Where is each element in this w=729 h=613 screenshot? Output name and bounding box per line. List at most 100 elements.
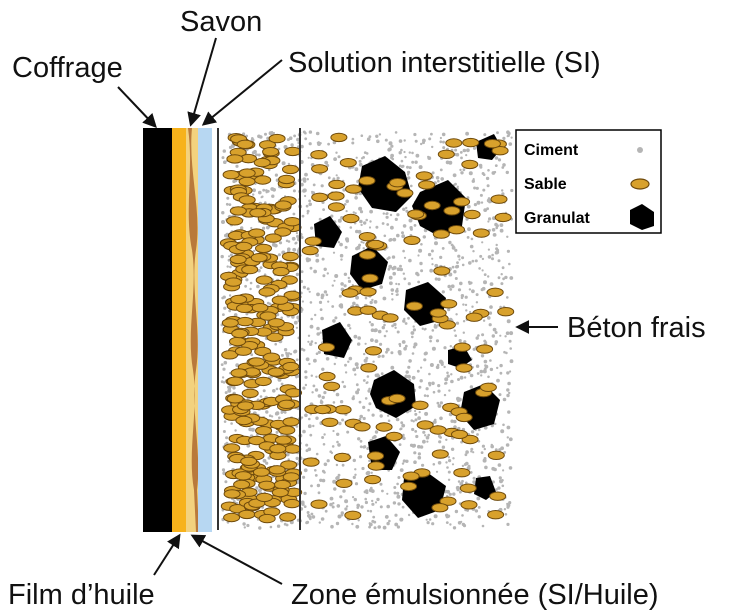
cement-particle (380, 372, 384, 376)
cement-particle (506, 296, 509, 299)
sand-grain (314, 404, 332, 415)
cement-particle (431, 522, 435, 526)
sand-grain (278, 399, 296, 409)
cement-particle (302, 177, 307, 182)
sand-grain (234, 471, 252, 481)
cement-particle (412, 345, 416, 349)
cement-particle (343, 385, 347, 389)
cement-particle (374, 430, 379, 434)
sand-grain (361, 273, 379, 283)
cement-particle (439, 401, 443, 405)
cement-particle (429, 339, 432, 343)
sand-grain (483, 139, 501, 149)
cement-particle (411, 427, 415, 432)
cement-particle (308, 362, 311, 366)
sand-grain (234, 346, 252, 356)
cement-particle (326, 164, 330, 167)
cement-particle (316, 326, 320, 331)
cement-particle (349, 327, 352, 330)
cement-particle (424, 411, 429, 416)
cement-particle (288, 136, 293, 140)
cement-particle (359, 219, 363, 224)
sand-grain (264, 233, 282, 243)
sand-grain (358, 176, 376, 186)
cement-particle (230, 422, 233, 425)
cement-particle (353, 334, 358, 339)
cement-particle (396, 330, 400, 334)
cement-particle (227, 459, 231, 463)
cement-particle (501, 484, 505, 488)
cement-particle (396, 233, 400, 238)
cement-particle (450, 379, 454, 384)
cement-particle (434, 277, 438, 281)
cement-particle (407, 316, 410, 320)
cement-particle (323, 433, 326, 436)
cement-particle (499, 371, 503, 375)
cement-particle (454, 334, 458, 338)
cement-particle (281, 161, 286, 166)
cement-particle (502, 136, 506, 140)
cement-particle (287, 458, 290, 461)
cement-particle (378, 133, 382, 136)
cement-particle (272, 187, 276, 192)
cement-particle (436, 401, 440, 405)
cement-particle (376, 374, 381, 378)
cement-particle (223, 420, 227, 423)
cement-particle (449, 288, 453, 291)
cement-particle (278, 416, 281, 420)
cement-particle (447, 308, 451, 312)
cement-particle (431, 263, 434, 266)
cement-particle (475, 293, 479, 297)
cement-particle (336, 504, 341, 508)
sand-grain (423, 200, 441, 211)
cement-particle (418, 248, 423, 253)
cement-particle (390, 351, 394, 355)
cement-particle (498, 393, 502, 397)
sand-grain (364, 474, 382, 485)
cement-particle (441, 445, 446, 449)
cement-particle (304, 413, 308, 418)
cement-particle (332, 251, 336, 254)
sand-grain (328, 179, 346, 190)
cement-particle (460, 156, 463, 160)
cement-particle (221, 376, 225, 379)
cement-particle (295, 326, 298, 329)
cement-particle (442, 146, 446, 150)
cement-particle (391, 292, 394, 296)
cement-particle (508, 262, 511, 266)
cement-particle (437, 384, 441, 388)
cement-particle (508, 437, 513, 442)
cement-particle (381, 325, 385, 330)
cement-particle (374, 328, 378, 332)
cement-particle (366, 447, 370, 450)
cement-particle (392, 237, 397, 242)
cement-particle (402, 249, 405, 253)
cement-particle (252, 193, 255, 196)
cement-particle (508, 339, 512, 343)
cement-particle (501, 192, 505, 196)
cement-particle (323, 290, 328, 294)
cement-particle (470, 237, 474, 241)
cement-particle (308, 130, 313, 134)
sand-grain (385, 431, 403, 442)
cement-particle (306, 209, 310, 213)
cement-particle (413, 460, 417, 465)
cement-particle (483, 280, 487, 285)
sand-grain (282, 472, 300, 482)
cement-particle (229, 253, 233, 257)
cement-particle (487, 169, 490, 172)
cement-particle (408, 166, 412, 170)
cement-particle (423, 358, 427, 362)
cement-particle (477, 515, 481, 519)
sand-grain (226, 154, 244, 164)
cement-particle (302, 475, 306, 479)
sand-grain (271, 487, 289, 498)
cement-particle (371, 298, 374, 302)
cement-particle (509, 347, 512, 350)
cement-particle (309, 266, 313, 270)
cement-particle (270, 415, 274, 418)
cement-particle (433, 514, 438, 519)
cement-particle (431, 257, 434, 260)
cement-particle (444, 377, 449, 382)
